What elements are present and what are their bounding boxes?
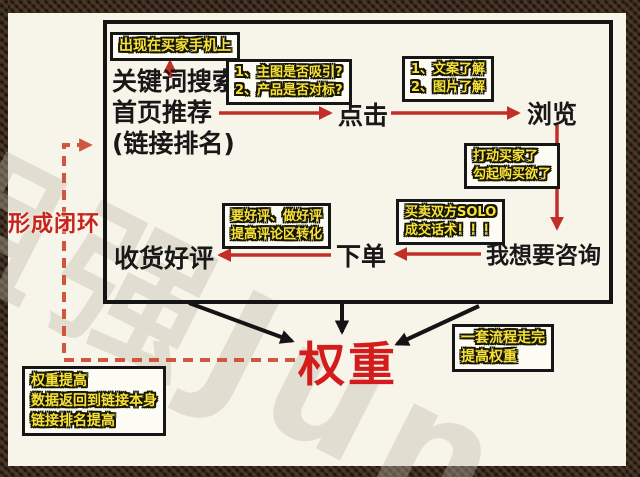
flow-node-keyword-search: 关键词搜索 首页推荐 (链接排名) [112,66,237,159]
frame-border-left [0,0,8,477]
keyword-search-line: 关键词搜索 [112,67,238,96]
arrow-box-left-to-weight [188,301,295,344]
flow-node-consult: 我想要咨询 [486,243,601,269]
note-appear-on-buyer-phone: 出现在买家手机上 [110,32,240,61]
note-solo-closing-script: 买卖双方SOLO 成交话术！！！ [396,199,506,245]
flow-node-receive-review: 收货好评 [114,244,215,273]
arrow-box-right-to-weight [394,304,480,346]
frame-border-right [626,0,640,477]
frame-border-top [0,0,640,13]
frame-border-bottom [0,466,640,477]
note-process-complete-weight-up: 一套流程走完 提高权重 [452,324,554,372]
main-flow-frame [103,20,613,304]
flow-node-browse: 浏览 [527,100,578,129]
note-weight-increase-feedback: 权重提高 数据返回到链接本身 链接排名提高 [22,366,166,436]
label-weight: 权重 [298,338,398,393]
note-copy-and-image-understanding: 1、文案了解 2、图片了解 [402,56,495,102]
note-main-image-check: 1、主图是否吸引? 2、产品是否对标? [226,59,352,105]
note-impress-buyer-desire: 打动买家了 勾起购买欲了 [464,143,561,189]
flow-node-click: 点击 [338,101,389,130]
label-closed-loop: 形成闭环 [8,212,101,237]
link-ranking-line: (链接排名) [112,129,235,158]
arrow-closed-loop-dashed [62,138,295,362]
homepage-recommend-line: 首页推荐 [112,98,213,127]
flow-node-order: 下单 [336,242,387,271]
note-ask-for-good-reviews: 要好评、做好评 提高评论区转化 [222,203,332,249]
